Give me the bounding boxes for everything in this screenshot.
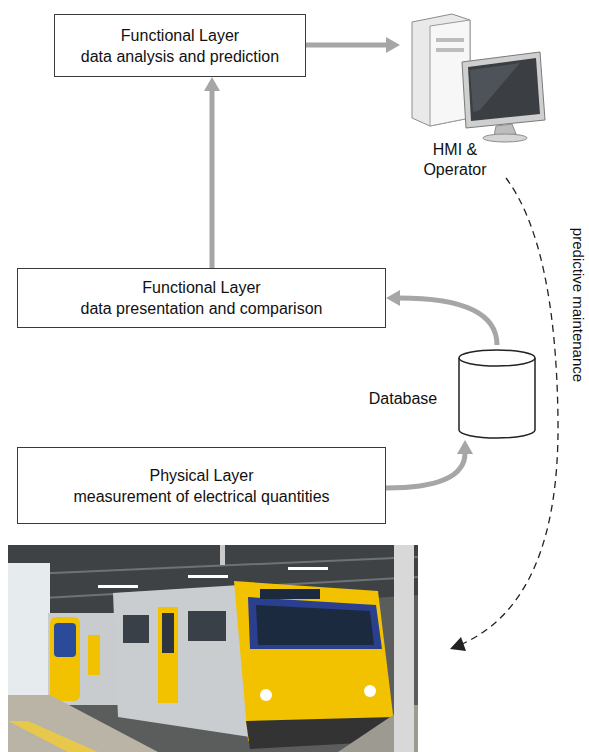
edge-label: predictive maintenance: [570, 226, 587, 384]
arrowhead: [204, 77, 220, 91]
arrow-shaft: [399, 298, 497, 345]
roof-light: [288, 567, 328, 570]
roof-hanger: [220, 545, 225, 565]
screen-glare: [470, 63, 520, 112]
layer-box: Functional Layerdata analysis and predic…: [54, 14, 306, 77]
layer-subtitle: measurement of electrical quantities: [73, 486, 329, 507]
arrowhead: [386, 37, 400, 53]
drive-slot: [436, 38, 464, 42]
layer-title: Functional Layer: [121, 25, 239, 46]
platform-edge-line: [8, 721, 98, 752]
cab-windshield: [256, 605, 374, 645]
node-label: HMI & Operator: [415, 140, 495, 180]
tower-case: [412, 14, 470, 126]
station-pillar: [394, 545, 414, 752]
roof-beam: [8, 557, 418, 575]
drive-slot: [436, 48, 464, 52]
arrowhead: [457, 440, 473, 454]
icon-node: HMI & Operator: [400, 12, 550, 182]
far-train-front: [50, 617, 80, 701]
flow-arrow: [386, 440, 473, 488]
headlight: [364, 685, 376, 697]
train-door: [158, 607, 178, 703]
roof-light: [188, 575, 228, 578]
icon-node: Database: [355, 345, 540, 440]
train-window: [188, 611, 226, 641]
headlight: [260, 689, 272, 701]
near-train-body: [113, 585, 250, 737]
train-window: [123, 615, 149, 643]
layer-title: Functional Layer: [142, 277, 260, 298]
far-train-door: [88, 635, 100, 675]
roof-light: [98, 585, 138, 588]
far-train-window: [54, 623, 76, 657]
monitor-frame: [462, 52, 545, 128]
monitor-screen: [468, 58, 540, 121]
cylinder-top: [459, 350, 535, 366]
door-window: [162, 613, 174, 653]
cab-panel: [248, 597, 382, 649]
near-train-cab: [234, 581, 394, 741]
monitor-base: [483, 134, 527, 142]
flow-arrow: [386, 290, 497, 345]
layer-box: Physical Layermeasurement of electrical …: [17, 447, 386, 524]
photo-ground: [8, 545, 418, 752]
daylight-opening: [8, 563, 50, 703]
database-cylinder: [459, 350, 535, 438]
dashed-arrowhead: [450, 637, 466, 651]
platform-left: [8, 695, 158, 752]
layer-subtitle: data analysis and prediction: [81, 46, 279, 67]
layer-title: Physical Layer: [149, 465, 253, 486]
far-train-body: [48, 613, 120, 705]
arrowhead: [386, 290, 400, 306]
arrow-shaft: [306, 43, 387, 48]
arrow-shaft: [210, 90, 215, 268]
layer-subtitle: data presentation and comparison: [81, 298, 323, 319]
train-photo: [8, 545, 418, 752]
flow-arrow: [306, 37, 400, 53]
dashed-feedback-line: [462, 178, 558, 644]
destination-sign: [260, 589, 320, 599]
cylinder-body: [459, 358, 535, 438]
flow-arrow: [204, 77, 220, 268]
node-label: Database: [355, 389, 451, 409]
arrow-shaft: [386, 453, 465, 488]
layer-box: Functional Layerdata presentation and co…: [17, 268, 386, 328]
computer-icon: [412, 14, 545, 142]
